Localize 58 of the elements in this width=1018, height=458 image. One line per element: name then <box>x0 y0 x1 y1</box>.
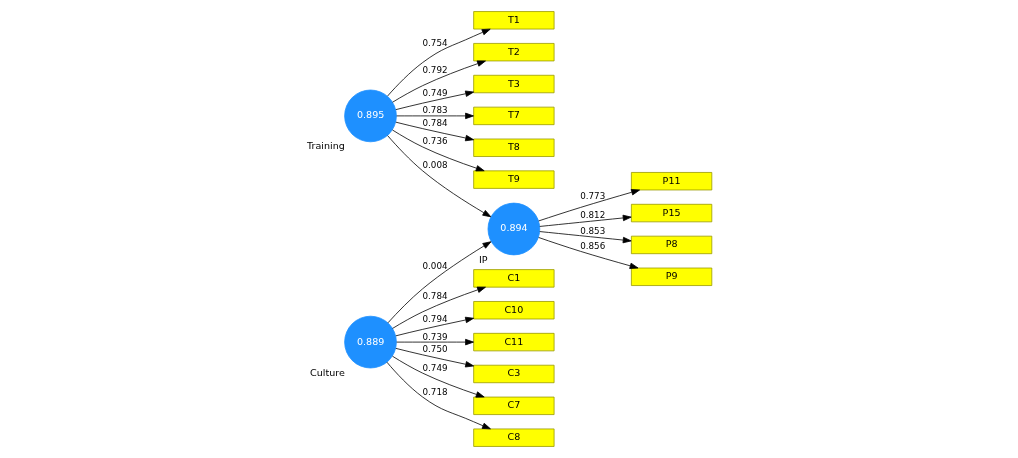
edge-label: 0.736 <box>421 136 448 147</box>
edge-label: 0.783 <box>421 105 448 116</box>
arrow <box>394 90 474 111</box>
edge-label: 0.792 <box>421 64 448 75</box>
node-box: T3 <box>472 74 554 94</box>
edge-label: 0.773 <box>579 190 605 201</box>
node-box: C10 <box>472 301 554 320</box>
node-box: P15 <box>630 203 712 223</box>
edge-label: 0.750 <box>421 344 448 355</box>
arrow <box>538 214 632 227</box>
edge-label: 0.853 <box>579 225 605 236</box>
edge-label: 0.008 <box>421 160 448 171</box>
arrow <box>391 129 485 172</box>
edge-label: 0.784 <box>421 118 448 129</box>
arrow <box>538 231 632 244</box>
arrow <box>394 347 474 368</box>
arrow <box>394 121 474 142</box>
arrow <box>386 361 491 430</box>
arrow <box>386 135 491 218</box>
arrow <box>391 355 485 398</box>
arrow <box>395 338 474 346</box>
node-box: P11 <box>630 172 712 191</box>
node-box: C3 <box>472 364 554 384</box>
node-box: C1 <box>472 269 554 288</box>
edge-label: 0.794 <box>421 314 448 325</box>
node-box: C8 <box>472 428 554 447</box>
node-box: T1 <box>472 11 554 30</box>
node-box: P9 <box>630 267 712 286</box>
node-circle: 0.889 <box>343 315 397 369</box>
node-box: T7 <box>472 106 554 126</box>
node-label: IP <box>478 253 487 265</box>
node-box: T9 <box>472 170 554 189</box>
node-box: C11 <box>472 332 554 352</box>
edge-label: 0.749 <box>421 362 448 373</box>
edge-label: 0.004 <box>421 260 448 271</box>
arrow <box>537 237 638 269</box>
node-circle: 0.894 <box>487 202 540 256</box>
arrow <box>395 112 474 120</box>
edge-label: 0.739 <box>421 331 448 342</box>
arrow <box>387 241 491 324</box>
edge-label: 0.812 <box>579 209 605 220</box>
arrow <box>391 60 486 103</box>
edge-label: 0.754 <box>421 37 448 48</box>
edge-label: 0.718 <box>421 386 448 397</box>
node-circle: 0.895 <box>343 89 397 143</box>
arrow <box>391 286 486 329</box>
edge-label: 0.784 <box>421 290 448 301</box>
node-box: T2 <box>472 43 554 62</box>
edge-label: 0.749 <box>421 87 448 98</box>
edge-label: 0.856 <box>579 240 605 251</box>
node-box: T8 <box>472 138 554 157</box>
node-label: Training <box>306 140 345 152</box>
node-box: P8 <box>630 235 712 255</box>
node-box: C7 <box>472 396 554 415</box>
arrow <box>537 189 640 222</box>
arrow <box>386 28 491 97</box>
arrow <box>394 316 474 337</box>
node-label: Culture <box>309 366 345 378</box>
